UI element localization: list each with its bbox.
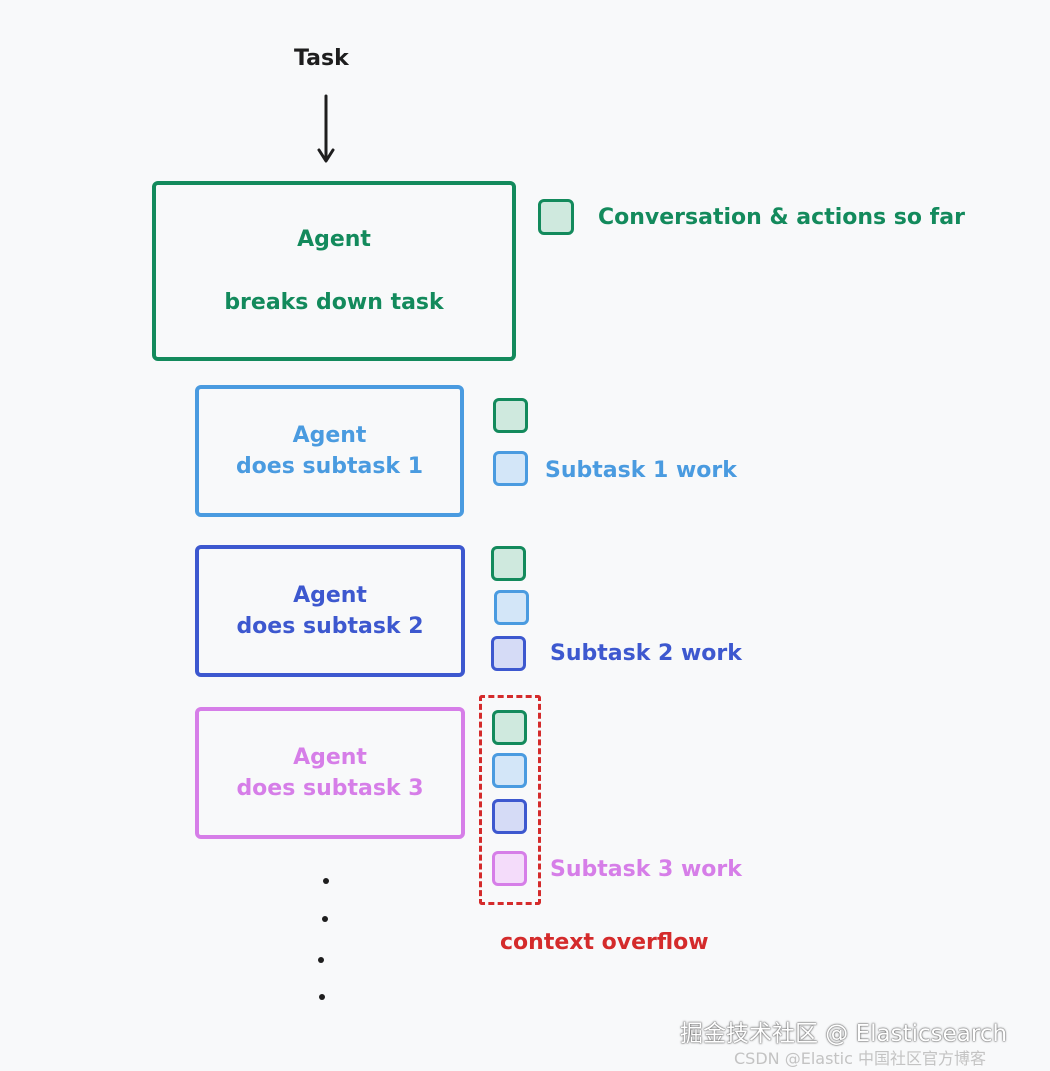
subtask-1-work-label: Subtask 1 work	[545, 458, 737, 483]
context-block-green	[491, 546, 526, 581]
conversation-label: Conversation & actions so far	[598, 205, 965, 230]
agent-box-subtask-1: Agent does subtask 1	[195, 385, 464, 517]
context-block-light-blue	[493, 451, 528, 486]
subtask-3-work-label: Subtask 3 work	[550, 857, 742, 882]
context-overflow-outline	[479, 695, 541, 905]
agent-box-subtask-2: Agent does subtask 2	[195, 545, 465, 677]
ellipsis-dot	[322, 916, 328, 922]
agent-title: Agent	[293, 583, 367, 608]
context-block-light-blue	[494, 590, 529, 625]
agent-description: does subtask 3	[236, 776, 424, 801]
context-block-green	[492, 710, 527, 745]
agent-description: breaks down task	[224, 290, 444, 315]
agent-box-subtask-3: Agent does subtask 3	[195, 707, 465, 839]
context-block-dark-blue	[492, 799, 527, 834]
agent-description: does subtask 2	[236, 614, 424, 639]
ellipsis-dot	[319, 994, 325, 1000]
ellipsis-dot	[323, 878, 329, 884]
subtask-2-work-label: Subtask 2 work	[550, 641, 742, 666]
context-block-pink	[492, 851, 527, 886]
task-label: Task	[294, 46, 349, 71]
context-block-green	[538, 199, 574, 235]
ellipsis-dot	[318, 957, 324, 963]
watermark-csdn: CSDN @Elastic 中国社区官方博客	[734, 1049, 987, 1068]
context-block-green	[493, 398, 528, 433]
watermark-juejin: 掘金技术社区 @ Elasticsearch	[680, 1021, 1008, 1047]
agent-title: Agent	[292, 423, 367, 448]
context-block-dark-blue	[491, 636, 526, 671]
agent-description: does subtask 1	[235, 454, 424, 479]
agent-box-main: Agent breaks down task	[152, 181, 516, 361]
context-overflow-label: context overflow	[500, 930, 709, 955]
agent-title: Agent	[297, 227, 371, 252]
agent-title: Agent	[293, 745, 367, 770]
down-arrow-icon	[317, 94, 335, 163]
context-block-light-blue	[492, 753, 527, 788]
